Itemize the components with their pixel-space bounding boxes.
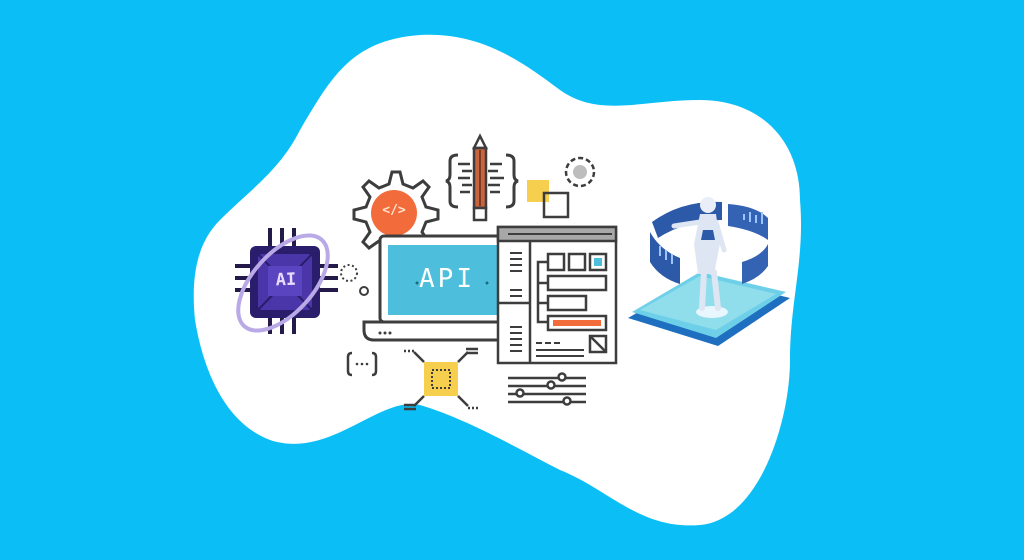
code-symbol-icon: </> xyxy=(382,203,406,218)
sliders-icon xyxy=(508,372,586,406)
ai-chip-label: AI xyxy=(275,269,297,291)
processor-icon xyxy=(404,347,478,411)
yellow-square xyxy=(527,180,549,202)
laptop-icon xyxy=(362,234,532,342)
wireframe-window-icon xyxy=(496,225,618,365)
small-circle-icon xyxy=(359,286,369,296)
dotted-circle-icon xyxy=(340,264,358,282)
outline-square xyxy=(542,191,570,219)
small-gear-icon xyxy=(564,156,596,188)
ai-chip-icon xyxy=(235,228,338,334)
bracket-ellipsis-icon xyxy=(346,351,378,377)
pencil-braces-icon xyxy=(445,133,519,222)
laptop-screen-label: API xyxy=(419,264,475,294)
code-circle xyxy=(371,190,417,236)
robot-platform-illustration xyxy=(628,197,790,346)
